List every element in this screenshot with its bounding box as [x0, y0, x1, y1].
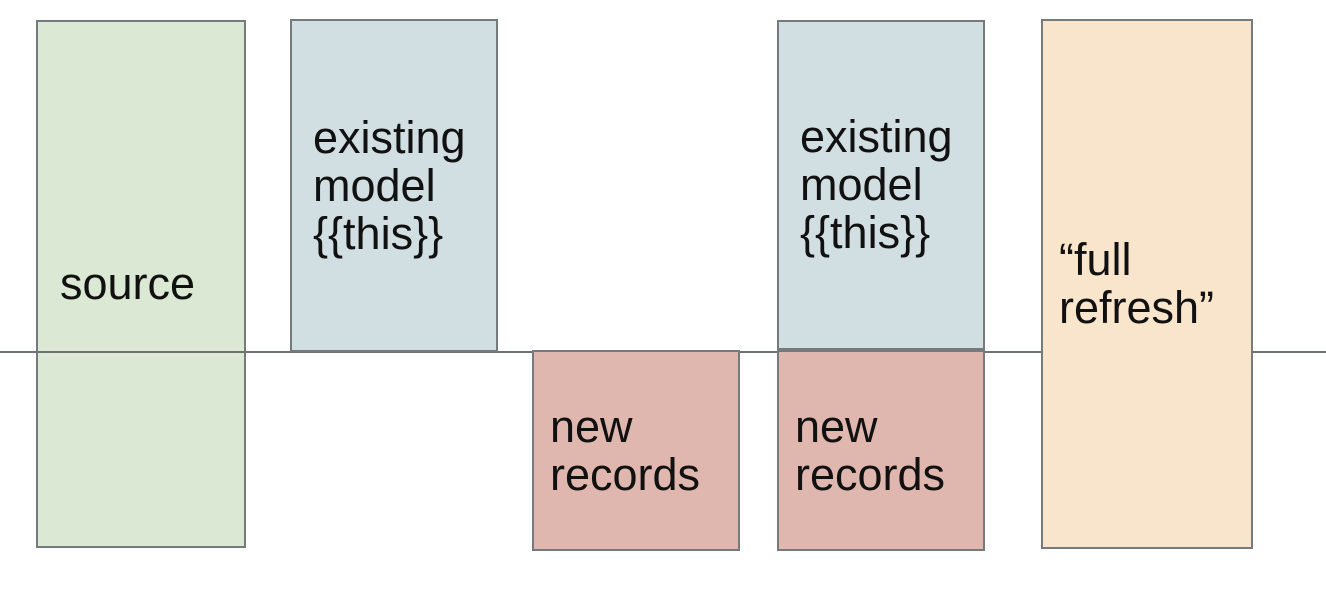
existing-model-label-line-2: model [800, 159, 923, 210]
existing-model-label-line-2: model [313, 159, 436, 211]
existing-model-box-2: existing model {{this}} [777, 20, 985, 350]
new-records-box-1: new records [532, 350, 740, 551]
existing-model-label-line-1: existing [313, 111, 466, 163]
source-label: source [60, 258, 196, 309]
new-records-label-line-2: records [795, 448, 946, 500]
new-records-label-line-1: new [795, 400, 878, 452]
full-refresh-label-line-2: refresh” [1059, 282, 1215, 333]
existing-model-label-line-1: existing [800, 111, 953, 162]
new-records-label-line-2: records [550, 448, 701, 500]
new-records-box-2: new records [777, 350, 985, 551]
source-box: source [36, 20, 246, 548]
new-records-label-line-1: new [550, 400, 633, 452]
full-refresh-label-line-1: “full [1059, 234, 1132, 285]
existing-model-box-1: existing model {{this}} [290, 19, 498, 352]
full-refresh-box: “full refresh” [1041, 19, 1253, 549]
existing-model-label-line-3: {{this}} [800, 207, 931, 258]
existing-model-label-line-3: {{this}} [313, 207, 444, 259]
